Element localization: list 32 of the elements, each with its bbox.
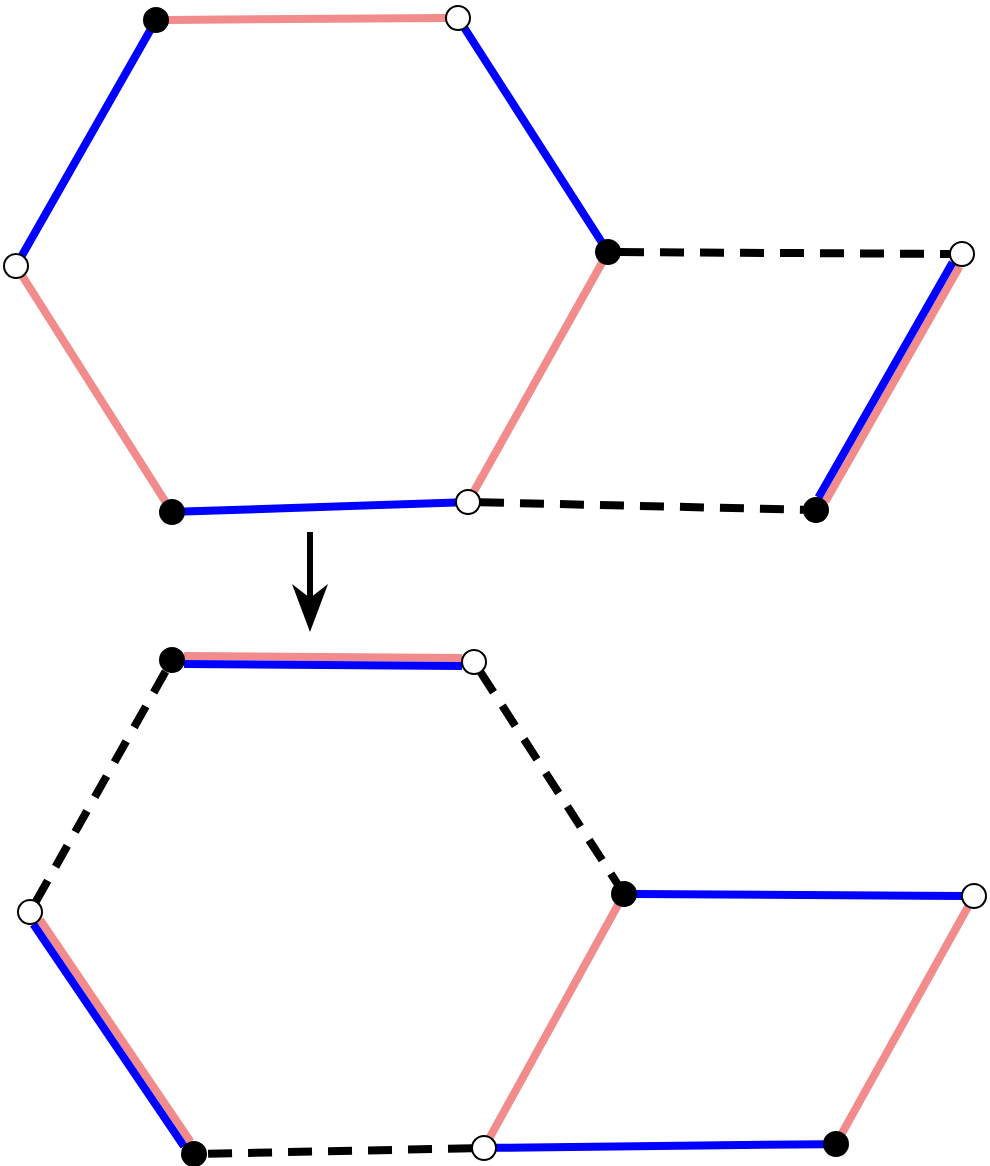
edge-line	[495, 1140, 825, 1152]
edge-line	[477, 669, 621, 887]
edge-line	[486, 902, 622, 1140]
edge-line	[183, 660, 462, 670]
vertex-dot	[3, 253, 29, 279]
edge-line	[205, 1144, 473, 1158]
vertex-dot	[595, 239, 621, 265]
vertex-dot	[455, 489, 481, 515]
edge-line	[635, 890, 963, 900]
vertex-dot	[17, 899, 43, 925]
edge-line	[183, 498, 457, 516]
edge-line	[18, 28, 154, 258]
vertex-dot	[823, 1131, 849, 1157]
vertex-dot	[611, 881, 637, 907]
vertex-dot	[159, 499, 185, 525]
edge-line	[167, 14, 447, 24]
vertex-dot	[143, 7, 169, 33]
edge-line	[32, 668, 170, 904]
edge-line	[184, 652, 463, 662]
vertex-dot	[949, 241, 975, 267]
edge-line	[479, 498, 805, 514]
vertex-dot	[961, 883, 987, 909]
edge-line	[470, 260, 606, 494]
vertex-dot	[471, 1135, 497, 1161]
edge-line	[619, 248, 951, 258]
edge-line	[838, 904, 972, 1136]
vertex-dot	[445, 5, 471, 31]
edge-line	[461, 25, 605, 245]
edge-line	[19, 274, 169, 504]
vertex-dot	[461, 649, 487, 675]
vertex-dot	[159, 647, 185, 673]
vertex-dot	[803, 497, 829, 523]
